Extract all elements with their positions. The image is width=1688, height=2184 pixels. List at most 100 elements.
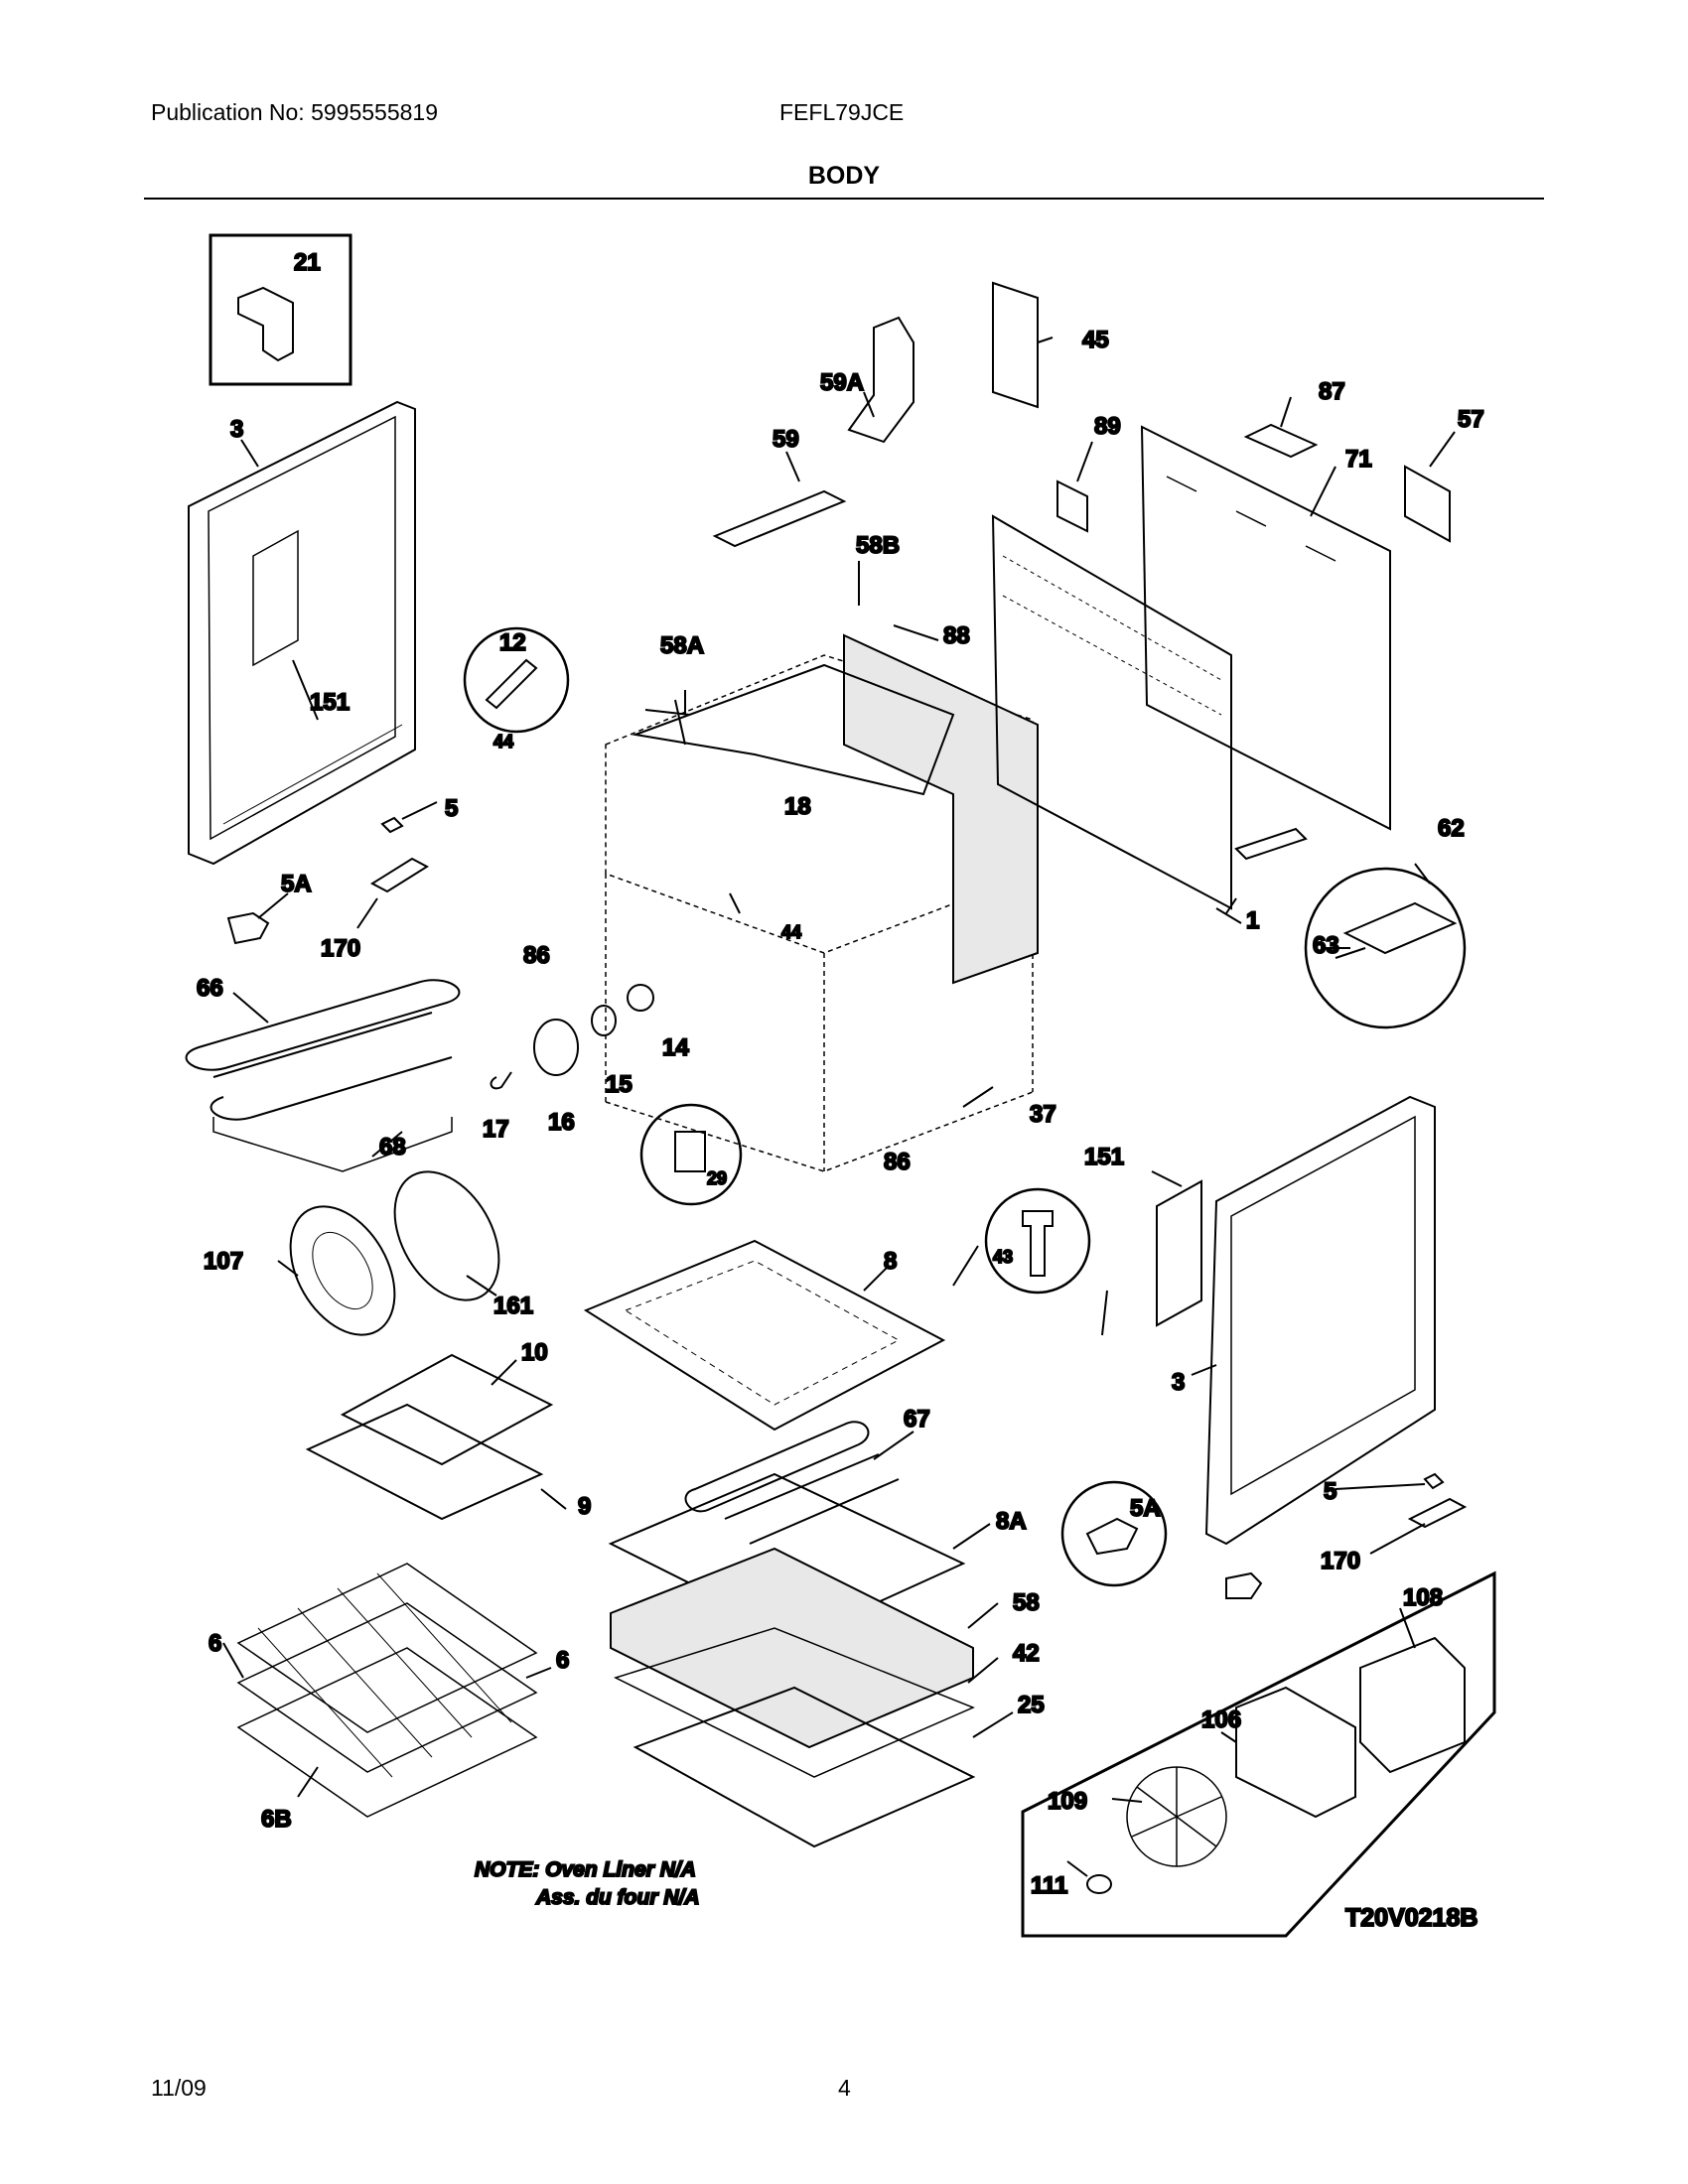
label-29: 29: [707, 1168, 727, 1188]
gasket-161: [393, 1170, 500, 1301]
label-111: 111: [1031, 1872, 1067, 1899]
inset-circle-5a-right: [1060, 1480, 1168, 1587]
bracket-87: [1243, 423, 1319, 459]
right-side-panel: [1204, 1095, 1436, 1546]
terminal-block-62: [1342, 901, 1458, 955]
label-58b: 58B: [856, 532, 900, 559]
label-109: 109: [1048, 1788, 1087, 1815]
duct-59: [712, 489, 847, 548]
clip-5a-right-small: [1225, 1571, 1263, 1599]
insulation-58a: [632, 663, 955, 796]
label-57: 57: [1458, 406, 1484, 433]
clip-17: [490, 1071, 512, 1090]
label-12: 12: [499, 629, 526, 656]
bracket-170-right: [1407, 1497, 1468, 1529]
label-15: 15: [606, 1071, 633, 1098]
label-44-top: 44: [493, 732, 513, 751]
fan-cover-107: [289, 1205, 396, 1336]
label-71: 71: [1345, 446, 1372, 473]
label-62: 62: [1438, 815, 1465, 842]
grill-10: [340, 1353, 554, 1466]
label-43: 43: [993, 1247, 1013, 1267]
nut-111: [1086, 1874, 1112, 1894]
page-title: BODY: [807, 162, 881, 190]
label-25: 25: [1018, 1692, 1045, 1718]
label-6-right: 6: [556, 1647, 569, 1674]
plate-57: [1404, 465, 1451, 543]
page-number: 4: [838, 2075, 851, 2101]
label-10: 10: [521, 1339, 548, 1366]
pan-9: [305, 1403, 544, 1521]
label-5a-right: 5A: [1130, 1495, 1161, 1522]
insulation-58: [610, 1547, 974, 1749]
label-45: 45: [1082, 327, 1109, 353]
label-161: 161: [493, 1293, 533, 1319]
bracket-21-part: [237, 286, 294, 362]
label-151-right: 151: [1084, 1144, 1124, 1170]
label-86-right: 86: [884, 1149, 911, 1175]
shield-68: [212, 1117, 453, 1172]
screw-43: [1022, 1210, 1054, 1277]
lamp-socket-14: [627, 984, 654, 1012]
screw-5-right: [1423, 1472, 1445, 1490]
label-59: 59: [773, 426, 799, 453]
inset-circle-12: [463, 626, 570, 734]
publication-number: Publication No: 5995555819: [151, 99, 439, 125]
label-87: 87: [1319, 378, 1345, 405]
label-108: 108: [1403, 1584, 1443, 1611]
label-9: 9: [578, 1493, 591, 1520]
clip-5a-left: [226, 911, 270, 945]
label-3-left: 3: [230, 416, 243, 443]
label-18: 18: [784, 793, 811, 820]
label-21: 21: [294, 249, 321, 276]
screw-5-left: [380, 816, 404, 834]
fan-motor-inset-box: [1021, 1570, 1496, 1938]
label-58: 58: [1013, 1589, 1040, 1616]
label-1: 1: [1246, 907, 1259, 934]
label-107: 107: [204, 1248, 243, 1275]
label-151-left: 151: [310, 689, 350, 716]
label-8a: 8A: [996, 1508, 1027, 1535]
insulation-58b: [843, 633, 1039, 985]
drawing-code: T20V0218B: [1345, 1904, 1477, 1932]
left-side-panel: [188, 400, 416, 866]
label-67: 67: [904, 1406, 930, 1433]
label-68: 68: [379, 1134, 406, 1160]
label-5a-left: 5A: [281, 871, 312, 897]
inset-circle-43: [984, 1187, 1091, 1295]
model-number: FEFL79JCE: [779, 99, 905, 125]
motor-108: [1359, 1636, 1466, 1774]
label-5-left: 5: [445, 795, 458, 822]
label-58a: 58A: [660, 632, 704, 659]
bracket-89: [1056, 479, 1088, 533]
label-17: 17: [483, 1116, 509, 1143]
label-6-left: 6: [209, 1630, 221, 1657]
sensor-12-part: [485, 658, 538, 710]
oven-bottom-8: [583, 1239, 946, 1432]
label-6b: 6B: [261, 1806, 292, 1833]
cover-25: [633, 1686, 976, 1848]
leader-lines: [222, 337, 1456, 1877]
broil-element-66: [185, 979, 461, 1121]
label-86-left: 86: [523, 942, 550, 969]
label-66: 66: [197, 975, 223, 1002]
label-89: 89: [1094, 413, 1121, 440]
label-5-right: 5: [1324, 1478, 1336, 1505]
latch-29: [674, 1131, 706, 1172]
publication-date: 11/09: [151, 2075, 207, 2101]
label-63: 63: [1313, 932, 1339, 959]
header-rule: [144, 198, 1544, 200]
lens-16: [533, 1019, 579, 1076]
shield-42: [614, 1627, 975, 1778]
motor-mount-106: [1235, 1686, 1356, 1819]
label-14: 14: [662, 1034, 689, 1061]
terminal-block-62-small: [1234, 827, 1308, 861]
label-37: 37: [1030, 1101, 1056, 1128]
label-88: 88: [943, 622, 970, 649]
label-16: 16: [548, 1109, 575, 1136]
duct-45: [992, 281, 1039, 409]
fan-blade-109: [1126, 1766, 1227, 1867]
rear-cover-71: [1140, 425, 1391, 831]
duct-59a: [847, 316, 914, 444]
